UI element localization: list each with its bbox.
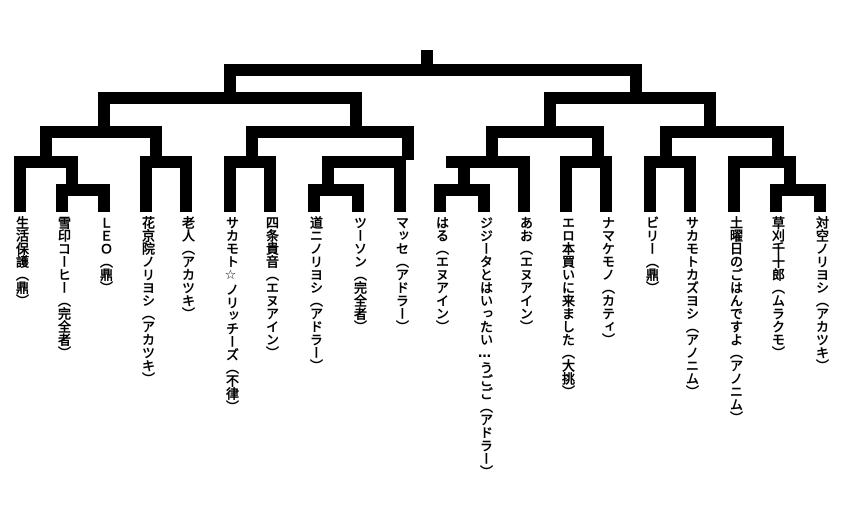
bracket-q3-left-drop: [486, 126, 498, 160]
bracket-entrant-13-stem: [518, 156, 530, 212]
bracket-q4-left-drop: [660, 126, 672, 160]
entrant-label: 対空ノリヨシ（アカツキ）: [813, 216, 828, 372]
bracket-entrant-5-stem: [180, 156, 192, 212]
entrant-label: はる（エヌアイン）: [433, 216, 448, 333]
bracket-entrant-18-stem: [728, 156, 740, 212]
bracket-entrant-1-stem: [14, 156, 26, 212]
entrant-label: ツーソン（完全者）: [351, 216, 366, 333]
bracket-g4-bar: [322, 156, 406, 168]
bracket-entrant-19-stem: [770, 184, 782, 212]
bracket-entrant-11-stem: [434, 184, 446, 212]
bracket-q3-bar: [486, 126, 604, 138]
bracket-entrant-10-stem: [394, 156, 406, 212]
bracket-entrant-9-stem: [352, 184, 364, 212]
bracket-q1-bar: [40, 126, 162, 138]
bracket-final-bar: [224, 64, 642, 76]
bracket-q3-right-drop: [592, 126, 604, 160]
entrant-label: あお（エヌアイン）: [517, 216, 532, 333]
bracket-g8-sub-bar: [770, 184, 826, 196]
bracket-entrant-8-stem: [308, 184, 320, 212]
bracket-q2-bar: [246, 126, 414, 138]
bracket-entrant-14-stem: [560, 156, 572, 212]
bracket-g4-sub-stem: [322, 156, 334, 188]
entrant-label: ビリー（鼎）: [643, 216, 658, 294]
bracket-g4-sub-bar: [308, 184, 364, 196]
bracket-right-semi-bar: [544, 92, 716, 104]
entrant-label: 土曜日のごはんですよ（アノニム）: [727, 216, 742, 424]
bracket-g1-sub-stem: [66, 156, 78, 188]
entrant-label: 雪印コーヒー（完全者）: [55, 216, 70, 359]
bracket-q4-bar: [660, 126, 784, 138]
bracket-entrant-15-stem: [600, 156, 612, 212]
bracket-g5-sub-stem: [458, 156, 470, 188]
bracket-g7-bar: [644, 156, 696, 168]
entrant-label: エロ本買いに来ました（大挑）: [559, 216, 574, 398]
bracket-left-semi-bar: [98, 92, 362, 104]
entrant-label: 老人（アカツキ）: [179, 216, 194, 320]
bracket-g1-sub-bar: [56, 184, 110, 196]
bracket-g1-bar: [14, 156, 78, 168]
bracket-q2-right-drop: [402, 126, 414, 160]
entrant-label: マッセ（アドラー）: [393, 216, 408, 333]
entrant-label: 道ニノリヨシ（アドラー）: [307, 216, 322, 372]
entrant-label: 四条貴音（エヌアイン）: [263, 216, 278, 359]
entrant-label: 草刈千十郎（ムラクモ）: [769, 216, 784, 359]
bracket-g8-sub-stem: [784, 156, 796, 188]
bracket-entrant-7-stem: [264, 156, 276, 212]
bracket-g6-bar: [560, 156, 612, 168]
entrant-label: ジジータとはいったい…うごご（アドラー）: [477, 216, 492, 478]
bracket-g8-bar: [728, 156, 796, 168]
entrant-label: ナマケモノ（カティ）: [599, 216, 614, 346]
bracket-q4-right-drop: [772, 126, 784, 160]
entrant-label: 花京院ノリヨシ（アカツキ）: [139, 216, 154, 385]
bracket-right-semi-left-drop: [544, 92, 556, 136]
bracket-entrant-20-stem: [814, 184, 826, 212]
bracket-entrant-3-stem: [98, 184, 110, 212]
bracket-entrant-4-stem: [140, 156, 152, 212]
entrant-label: 生活保護（鼎）: [13, 216, 28, 307]
bracket-g2-bar: [140, 156, 192, 168]
bracket-left-semi-right-drop: [350, 92, 362, 136]
bracket-entrant-12-stem: [478, 184, 490, 212]
bracket-right-semi-right-drop: [704, 92, 716, 136]
bracket-g5-sub-bar: [434, 184, 490, 196]
bracket-left-semi-left-drop: [98, 92, 110, 136]
bracket-entrant-16-stem: [644, 156, 656, 212]
bracket-g3-bar: [224, 156, 276, 168]
entrant-label: ＬＥＯ（鼎）: [97, 216, 112, 294]
bracket-entrant-2-stem: [56, 184, 68, 212]
bracket-entrant-17-stem: [684, 156, 696, 212]
bracket-q1-left-drop: [40, 126, 52, 160]
bracket-q1-right-drop: [150, 126, 162, 160]
entrant-label: サカモトカズヨシ（アノニム）: [683, 216, 698, 398]
bracket-q2-left-drop: [246, 126, 258, 160]
bracket-entrant-6-stem: [224, 156, 236, 212]
entrant-label: サカモト☆ノリッチーズ（不律）: [223, 216, 238, 413]
